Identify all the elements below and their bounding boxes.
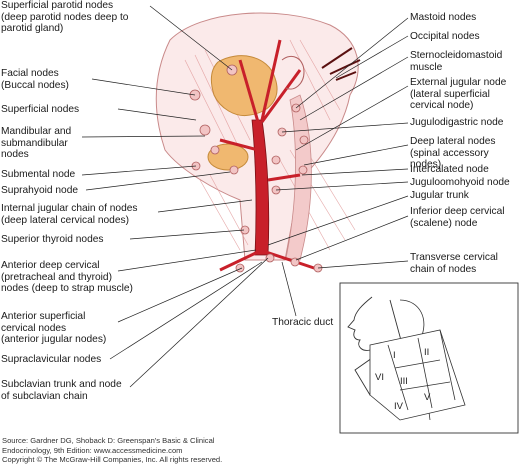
label-superior-thyroid-nodes: Superior thyroid nodes (1, 234, 104, 245)
label-anterior-deep-cervical: Anterior deep cervical (pretracheal and … (1, 260, 133, 295)
label-subclavian-trunk: Subclavian trunk and node of subclavian … (1, 379, 122, 402)
label-submental-node: Submental node (1, 169, 76, 180)
vessel-branches (219, 39, 321, 272)
label-inferior-deep-cervical: Inferior deep cervical (scalene) node (410, 206, 505, 229)
internal-jugular-vein (251, 119, 270, 256)
label-intercalated-node: Intercalated node (410, 164, 489, 175)
ear (281, 56, 305, 90)
label-jugulodigastric-node: Jugulodigastric node (410, 117, 504, 128)
label-supraclavicular-nodes: Supraclavicular nodes (1, 354, 102, 365)
level-II: II (424, 347, 429, 358)
label-facial-nodes: Facial nodes (Buccal nodes) (1, 68, 69, 91)
neck-levels-inset: I II III IV V VI (339, 282, 519, 434)
occipital-vessels (321, 47, 361, 81)
level-I: I (393, 350, 396, 361)
label-external-jugular-node: External jugular node (lateral superfici… (410, 77, 507, 112)
label-anterior-superficial-cervical: Anterior superficial cervical nodes (ant… (1, 311, 107, 346)
level-V: V (424, 392, 431, 403)
level-VI: VI (375, 372, 384, 383)
level-III: III (400, 376, 408, 387)
right-leader-lines (267, 17, 409, 317)
label-thoracic-duct: Thoracic duct (272, 317, 334, 328)
source-caption: Source: Gardner DG, Shoback D: Greenspan… (2, 436, 223, 465)
left-leader-lines (81, 5, 269, 388)
label-internal-jugular-chain: Internal jugular chain of nodes (deep la… (1, 203, 138, 226)
label-jugular-trunk: Jugular trunk (410, 190, 469, 201)
label-suprahyoid-node: Suprahyoid node (1, 185, 79, 196)
label-juguloomohyoid-node: Juguloomohyoid node (410, 177, 510, 188)
label-occipital-nodes: Occipital nodes (410, 31, 480, 42)
label-sternocleidomastoid-muscle: Sternocleidomastoid muscle (410, 50, 503, 73)
label-superficial-nodes: Superficial nodes (1, 104, 80, 115)
label-transverse-cervical-chain: Transverse cervical chain of nodes (410, 252, 498, 275)
label-mandibular-submandibular-nodes: Mandibular and submandibular nodes (1, 126, 72, 161)
level-IV: IV (394, 401, 404, 412)
label-deep-lateral-nodes: Deep lateral nodes (spinal accessory nod… (410, 136, 496, 171)
label-superficial-parotid-nodes: Superficial parotid nodes (deep parotid … (1, 0, 129, 35)
label-mastoid-nodes: Mastoid nodes (410, 12, 477, 23)
